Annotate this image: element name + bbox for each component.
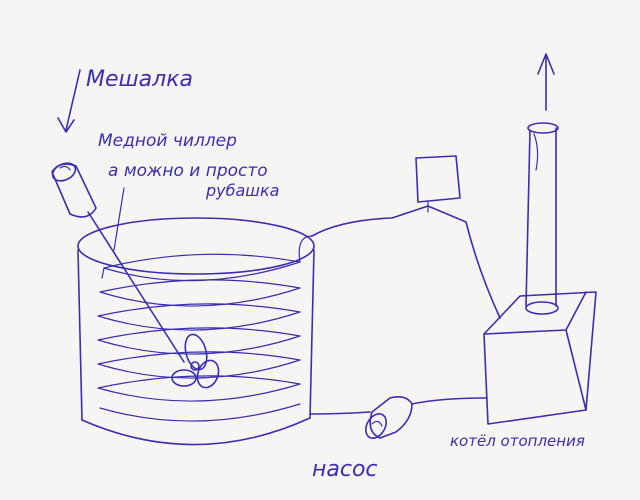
impeller	[171, 333, 220, 389]
hose-pump-to-boiler	[411, 397, 487, 405]
exhaust-arrow	[537, 53, 555, 111]
hose-bottom	[309, 411, 371, 415]
chiller-label-line3: рубашка	[205, 181, 279, 200]
chiller-label-line2: а можно и просто	[108, 161, 268, 181]
mixer-shaft	[87, 211, 185, 363]
boiler	[483, 291, 597, 425]
controller-box	[415, 155, 461, 213]
mixer-label: Мешалка	[86, 67, 193, 92]
chimney	[525, 122, 559, 307]
chiller-label-line1: Медной чиллер	[98, 131, 237, 151]
mixer-motor	[51, 162, 97, 218]
mixer-arrow	[57, 69, 81, 133]
chiller-pointer	[113, 187, 125, 251]
pump-label: насос	[312, 457, 378, 482]
hose-top	[311, 205, 501, 319]
tank	[77, 217, 315, 446]
pump	[365, 396, 413, 439]
copper-coil	[97, 235, 313, 422]
boiler-label: котёл отопления	[450, 432, 585, 450]
